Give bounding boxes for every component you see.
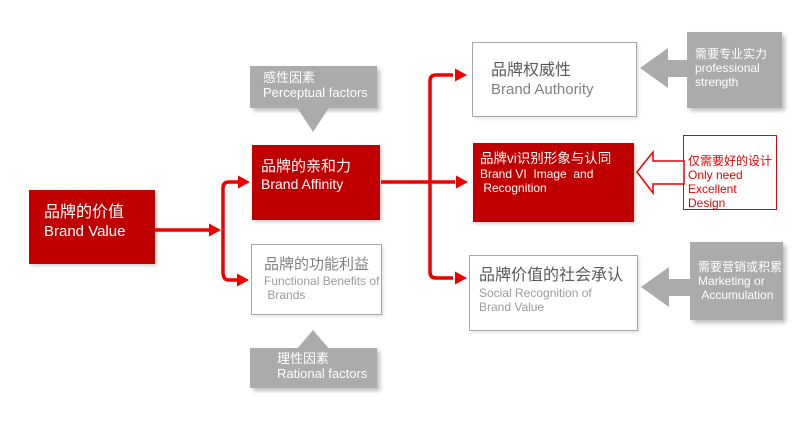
arrowhead-right-icon [455,271,467,285]
callout-rational-factors-zh: 理性因素 [277,351,330,366]
arrowhead-right-icon [209,223,221,237]
arrowhead-right-icon [456,175,468,189]
node-brand-authority-zh: 品牌权威性 [491,62,572,79]
arrowhead-right-icon [237,273,249,287]
node-brand-vi: 品牌vi识别形象与认同 Brand VI Image and Recogniti… [473,143,634,222]
down-pointer-icon [296,106,330,132]
callout-perceptual-factors-zh: 感性因素 [263,70,316,85]
callout-professional-strength-zh: 需要专业实力 [695,47,768,61]
node-functional-benefits-en: Functional Benefits of Brands [264,273,380,302]
callout-marketing-accumulation-en: Marketing or Accumulation [698,274,774,303]
node-brand-authority: 品牌权威性 Brand Authority [472,42,637,117]
arrowhead-right-icon [238,175,250,189]
callout-excellent-design-en: Only need Excellent Design [688,168,743,211]
callout-rational-factors: 理性因素 Rational factors [250,348,377,388]
node-social-recognition-en: Social Recognition of Brand Value [479,285,592,315]
node-functional-benefits: 品牌的功能利益 Functional Benefits of Brands [251,244,382,315]
gray-left-arrow-icon [641,267,691,307]
node-social-recognition-zh: 品牌价值的社会承认 [479,267,624,284]
callout-professional-strength-en: professional strength [695,61,760,90]
node-brand-affinity: 品牌的亲和力 Brand Affinity [252,145,380,220]
callout-excellent-design-zh: 仅需要好的设计 [688,154,773,168]
connector-left-bracket [221,180,238,282]
connector-right-bracket [428,73,453,280]
node-brand-vi-zh: 品牌vi识别形象与认同 [480,151,612,166]
node-brand-value: 品牌的价值 Brand Value [29,190,155,264]
node-brand-affinity-en: Brand Affinity [261,175,344,192]
node-brand-vi-en: Brand VI Image and Recognition [480,166,594,196]
node-brand-value-en: Brand Value [44,222,126,240]
node-brand-affinity-zh: 品牌的亲和力 [261,158,352,175]
callout-marketing-accumulation-zh: 需要营销或积累 [698,260,783,274]
gray-left-arrow-icon [640,48,688,88]
up-pointer-icon [296,330,330,350]
callout-rational-factors-en: Rational factors [277,366,368,382]
node-brand-value-zh: 品牌的价值 [44,204,125,221]
node-brand-authority-en: Brand Authority [491,80,594,98]
callout-perceptual-factors: 感性因素 Perceptual factors [250,66,377,108]
callout-perceptual-factors-en: Perceptual factors [263,85,368,101]
red-outline-left-arrow-icon [636,149,685,196]
node-social-recognition: 品牌价值的社会承认 Social Recognition of Brand Va… [469,255,638,331]
callout-excellent-design: 仅需要好的设计 Only need Excellent Design [683,135,777,210]
callout-professional-strength: 需要专业实力 professional strength [687,32,782,108]
node-functional-benefits-zh: 品牌的功能利益 [264,256,370,273]
callout-marketing-accumulation: 需要营销或积累 Marketing or Accumulation [690,242,783,320]
arrowhead-right-icon [455,68,467,82]
